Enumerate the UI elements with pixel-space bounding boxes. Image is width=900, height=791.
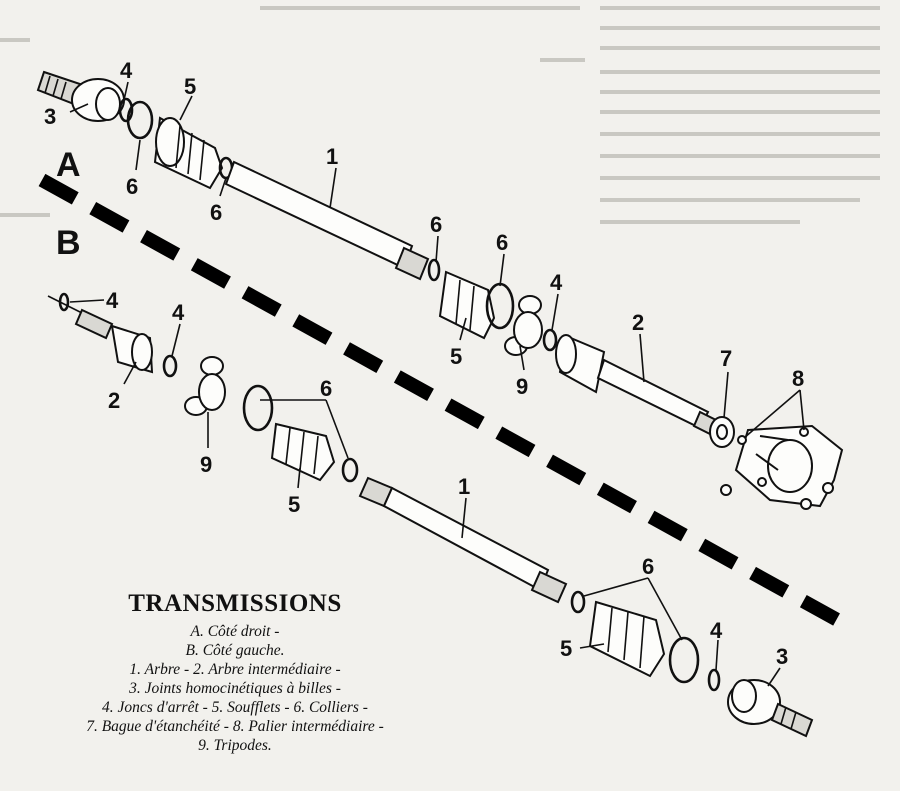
caption-line: 1. Arbre - 2. Arbre intermédiaire - [129, 661, 341, 678]
a-shaft-1 [224, 160, 430, 281]
callout-b-4-tip: 4 [106, 288, 119, 313]
a-boot-outer [153, 116, 224, 190]
caption-line: 3. Joints homocinétiques à billes - [129, 680, 341, 697]
caption-title: TRANSMISSIONS [128, 590, 342, 617]
callout-a-2: 2 [632, 310, 644, 335]
callout-a-9: 9 [516, 374, 528, 399]
callout-a-1: 1 [326, 144, 338, 169]
callout-a-6-d: 6 [496, 230, 508, 255]
a-boot-inner [438, 270, 496, 340]
caption-legend: TRANSMISSIONS A. Côté droit - B. Côté ga… [80, 590, 390, 755]
callout-b-1: 1 [458, 474, 470, 499]
callout-a-4-outer: 4 [120, 58, 133, 83]
a-circlip-outer [118, 97, 134, 123]
side-label-b: B [56, 224, 81, 262]
callout-b-9: 9 [200, 452, 212, 477]
callout-b-4-inner: 4 [710, 618, 723, 643]
b-shaft-1 [358, 476, 568, 604]
b-circlip-tip [58, 292, 70, 312]
callout-b-5-a: 5 [288, 492, 300, 517]
leader-lines [69, 81, 805, 687]
caption-line: 4. Joncs d'arrêt - 5. Soufflets - 6. Col… [102, 699, 368, 716]
callout-b-4-outer: 4 [172, 300, 185, 325]
callouts-a: 1 2 3 4 4 5 5 6 6 6 6 7 8 9 [44, 58, 804, 399]
caption-line: 9. Tripodes. [198, 737, 272, 754]
callout-a-4-inner: 4 [550, 270, 563, 295]
a-intermediate-shaft [555, 334, 718, 436]
callout-a-5-inner: 5 [450, 344, 462, 369]
caption-line: 7. Bague d'étanchéité - 8. Palier interm… [86, 718, 384, 735]
b-cv-joint-inner [727, 679, 814, 738]
side-label-a: A [56, 146, 81, 184]
assembly-a [36, 70, 844, 510]
callout-a-5-outer: 5 [184, 74, 196, 99]
a-circlip-inner [542, 328, 558, 352]
a-clamp-outer [126, 100, 154, 140]
callouts-b: 1 2 3 4 4 4 5 5 6 6 9 [106, 288, 788, 669]
b-clamp-outer [242, 384, 274, 432]
callout-b-6-a: 6 [320, 376, 332, 401]
callout-a-6-c: 6 [430, 212, 442, 237]
b-circlip-inner [707, 668, 721, 692]
caption-line: A. Côté droit - [190, 623, 280, 640]
callout-a-6-b: 6 [210, 200, 222, 225]
b-boot [270, 422, 336, 482]
b-cv-joint-outer [110, 324, 154, 374]
a-tripod [504, 295, 543, 356]
a-intermediate-bearing [720, 424, 844, 510]
b-circlip-outer [162, 354, 178, 378]
callout-a-3: 3 [44, 104, 56, 129]
b-boot-2 [588, 600, 666, 678]
divider-dashed-line [38, 173, 856, 635]
callout-a-7: 7 [720, 346, 732, 371]
callout-b-6-b: 6 [642, 554, 654, 579]
callout-b-5-b: 5 [560, 636, 572, 661]
callout-b-2: 2 [108, 388, 120, 413]
assembly-b [47, 292, 814, 738]
background-text-block [0, 6, 880, 224]
caption-line: B. Côté gauche. [185, 642, 285, 659]
b-tripod [184, 356, 226, 416]
callout-a-6-a: 6 [126, 174, 138, 199]
callout-a-8: 8 [792, 366, 804, 391]
callout-b-3: 3 [776, 644, 788, 669]
b-clamp-inner [668, 636, 700, 684]
